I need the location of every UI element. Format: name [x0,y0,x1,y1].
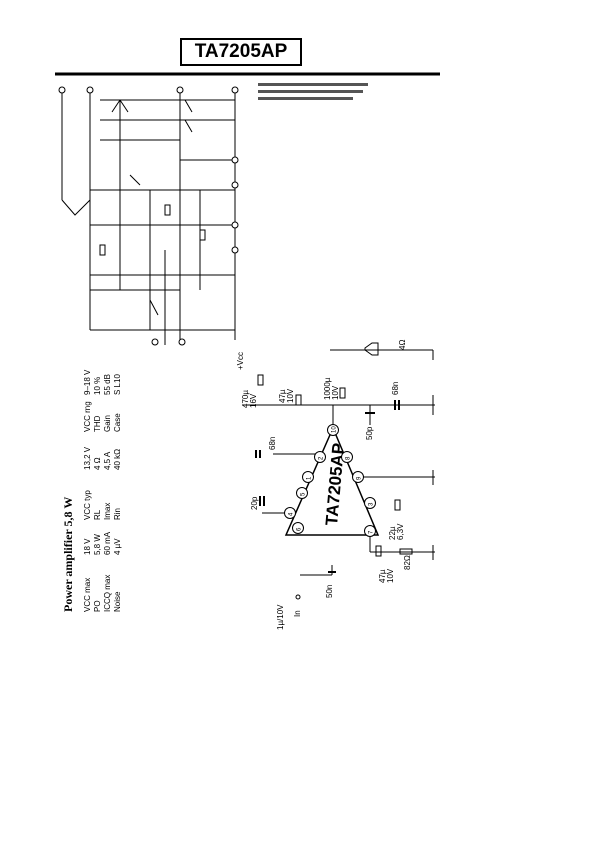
spec-label: VCC typ [83,490,92,520]
spec-label: PO [93,600,102,612]
spec-value: 13,2 V [83,446,92,470]
label-c68r: 68n [391,382,400,395]
spec-value: 5,8 W [93,534,102,555]
label-c22: 22µ [388,526,397,540]
label-c50p: 50p [365,426,374,440]
spec-value: 40 kΩ [113,449,122,470]
pin-5-marker [296,487,308,499]
label-c47: 10V [286,388,295,403]
spec-label: RL [93,509,102,520]
internal-pin-markers [58,86,239,346]
spec-label: THD [93,415,102,432]
pin-8-marker [341,451,353,463]
pin-7-label: 7 [369,530,375,534]
label-c1u: 1µ/10V [276,604,285,630]
label-input: In [293,610,302,617]
spec-label: Imax [103,503,112,520]
header-note [258,83,368,100]
pin-7-marker [364,525,376,537]
label-c68n: 68n [268,437,277,450]
pin-10-label: 10 [332,426,338,433]
spec-value: 55 dB [103,374,112,395]
spec-label: VCC max [83,578,92,612]
spec-label: VCC rng [83,401,92,432]
spec-value: 9–18 V [83,369,92,395]
label-r82: 82Ω [403,555,412,570]
pin-3-marker [364,497,376,509]
spec-label: ICCQ max [103,575,112,612]
pin-9-label: 9 [357,476,363,480]
label-c47: 47µ [278,389,287,403]
pin-5-label: 5 [301,492,307,496]
label-c47b: 47µ [378,569,387,583]
spec-label: Rin [113,508,122,520]
label-c50n: 50n [325,585,334,598]
pin-3-label: 3 [369,502,375,506]
spec-label: Case [113,413,122,432]
spec-value: 60 mA [103,531,112,555]
pin-1-marker [302,471,314,483]
spec-label: Noise [113,591,122,612]
spec-table: Power amplifier 5,8 W VCC max 18 V VCC typ… [61,369,122,612]
spec-value: 4 µV [113,538,122,555]
pin-1-label: 1 [307,476,313,480]
pin-4-label: 4 [289,512,295,516]
pin-6-label: 6 [297,527,303,531]
pin-2-marker [314,451,326,463]
label-c22: 6,3V [396,523,405,540]
spec-value: 4,5 A [103,451,112,470]
spec-label: Gain [103,415,112,432]
label-c47b: 10V [386,568,395,583]
label-c1000: 1000µ [323,377,332,400]
spec-heading: Power amplifier 5,8 W [61,497,75,612]
spec-value: 4 Ω [93,457,102,470]
pin-4-marker [284,507,296,519]
internal-schematic [61,92,236,345]
spec-value: S L10 [113,374,122,395]
label-c20p: 20p [250,496,259,510]
pin-6-marker [292,522,304,534]
label-c_supply: 16V [249,393,258,408]
pin-8-label: 8 [346,456,352,460]
spec-value: 18 V [83,538,92,555]
page-title: TA7205AP [180,38,302,66]
label-c_supply: 470µ [241,390,250,408]
label-speaker: 4Ω [398,340,407,350]
pin-2-label: 2 [319,456,325,460]
spec-value: 10 % [93,377,102,395]
pin-9-marker [352,471,364,483]
label-c1000: 10V [331,385,340,400]
label-vcc: +Vcc [236,352,245,370]
pin-10-marker [327,424,339,436]
